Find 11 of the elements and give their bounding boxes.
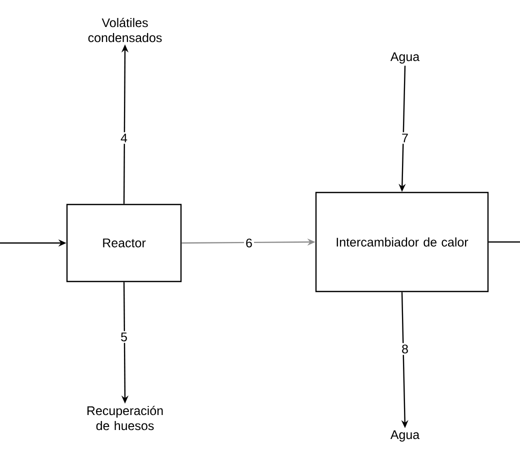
stream-label: Volátiles condensados <box>88 18 162 42</box>
stream-number: 7 <box>400 132 410 144</box>
stream-number: 4 <box>119 132 129 144</box>
stream-label: Agua <box>390 52 420 64</box>
process-box: Reactor <box>66 204 182 282</box>
stream-label: Recuperación de huesos <box>87 406 163 430</box>
stream-number: 5 <box>119 331 129 343</box>
stream-number: 8 <box>400 343 410 355</box>
stream-number: 6 <box>244 237 254 249</box>
process-box: Intercambiador de calor <box>315 192 489 292</box>
stream-label: Agua <box>390 430 420 442</box>
